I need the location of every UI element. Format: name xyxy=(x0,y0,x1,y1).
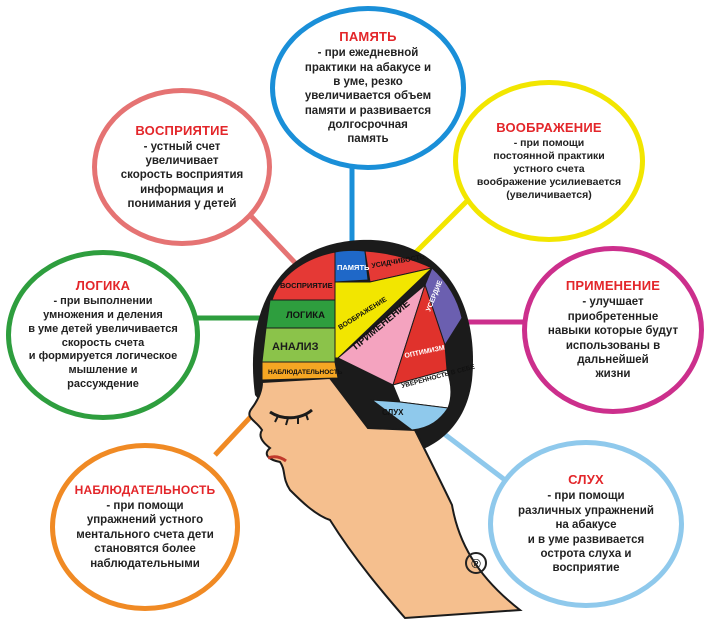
bubble-vospriyatie-title: ВОСПРИЯТИЕ xyxy=(135,122,229,138)
segment-label-analiz: АНАЛИЗ xyxy=(272,341,319,353)
bubble-pamyat-title: ПАМЯТЬ xyxy=(339,29,397,45)
bubble-nablyud-text: - при помощи упражнений устного ментальн… xyxy=(76,500,214,570)
eyelashes xyxy=(274,413,309,426)
bubble-vospriyatie-text: - устный счет увеличивает скорость воспр… xyxy=(120,140,244,211)
bubble-sluh-text: - при помощи различных упражнений на аба… xyxy=(518,490,654,575)
bubble-sluh: СЛУХ - при помощи различных упражнений н… xyxy=(488,440,684,608)
bubble-pamyat-text: - при ежедневной практики на абакусе и в… xyxy=(304,47,432,146)
segment-userdie xyxy=(424,267,463,347)
bubble-voobrazhenie-text: - при помощи постоянной практики устного… xyxy=(476,136,622,202)
segment-label-sluh: СЛУХ xyxy=(382,408,404,417)
bubble-voobrazhenie-title: ВООБРАЖЕНИЕ xyxy=(496,119,602,135)
segment-sluh xyxy=(370,399,449,431)
segment-label-nablyud: НАБЛЮДАТЕЛЬНОСТЬ xyxy=(268,369,343,376)
bubble-logika-title: ЛОГИКА xyxy=(75,278,131,294)
bubble-nablyud: НАБЛЮДАТЕЛЬНОСТЬ - при помощи упражнений… xyxy=(50,443,240,611)
bubble-vospriyatie: ВОСПРИЯТИЕ - устный счет увеличивает ско… xyxy=(92,88,272,246)
bubble-voobrazhenie: ВООБРАЖЕНИЕ - при помощи постоянной прак… xyxy=(453,80,645,242)
lips xyxy=(267,455,287,463)
bubble-sluh-title: СЛУХ xyxy=(568,472,604,488)
brain-map xyxy=(261,249,463,431)
bubble-logika-text: - при выполнении умножения и деления в у… xyxy=(28,295,178,390)
registered-mark-icon: ® xyxy=(465,552,487,574)
bubble-pamyat: ПАМЯТЬ - при ежедневной практики на абак… xyxy=(270,6,466,170)
bubble-nablyud-title: НАБЛЮДАТЕЛЬНОСТЬ xyxy=(74,483,216,498)
segment-label-logika: ЛОГИКА xyxy=(286,310,325,321)
bubble-logika: ЛОГИКА - при выполнении умножения и деле… xyxy=(6,250,200,420)
connector-vospriyatie xyxy=(248,213,302,270)
head-face xyxy=(248,376,523,620)
segment-pamyat xyxy=(334,249,369,283)
segment-label-pamyat: ПАМЯТЬ xyxy=(337,263,370,272)
segment-label-vospriyatie: ВОСПРИЯТИЕ xyxy=(280,281,333,290)
bubble-primenenie-title: ПРИМЕНЕНИЕ xyxy=(565,278,661,294)
bubble-primenenie: ПРИМЕНЕНИЕ - улучшает приобретенные навы… xyxy=(522,246,704,414)
segment-nablyud xyxy=(261,361,339,381)
bubble-primenenie-text: - улучшает приобретенные навыки которые … xyxy=(547,296,679,381)
closed-eye-icon xyxy=(269,408,313,420)
